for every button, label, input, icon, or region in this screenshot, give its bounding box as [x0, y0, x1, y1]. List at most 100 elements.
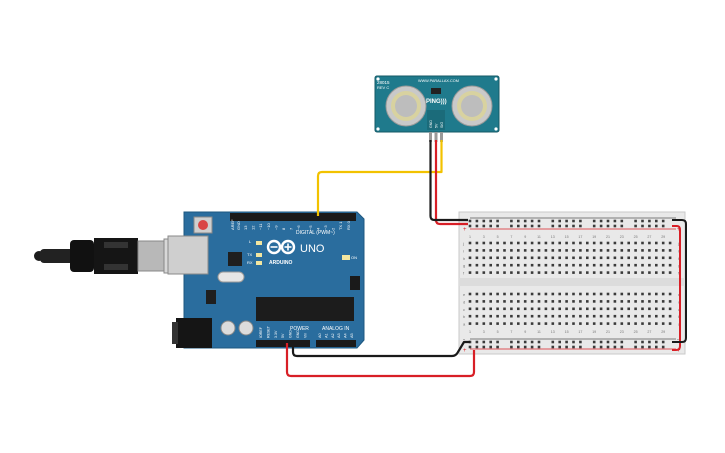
breadboard-hole[interactable]: [599, 241, 603, 245]
breadboard-hole[interactable]: [668, 307, 672, 311]
breadboard-hole[interactable]: [606, 256, 610, 260]
breadboard-hole[interactable]: [517, 300, 520, 303]
breadboard-hole[interactable]: [599, 219, 603, 223]
breadboard-hole[interactable]: [572, 271, 575, 274]
breadboard-hole[interactable]: [565, 219, 568, 223]
breadboard-hole[interactable]: [592, 292, 596, 296]
breadboard-hole[interactable]: [510, 322, 513, 325]
breadboard-hole[interactable]: [599, 345, 603, 349]
breadboard-hole[interactable]: [620, 241, 624, 245]
breadboard-hole[interactable]: [620, 249, 624, 252]
breadboard-hole[interactable]: [641, 322, 644, 325]
breadboard-hole[interactable]: [517, 307, 520, 311]
breadboard-hole[interactable]: [655, 241, 658, 245]
breadboard-hole[interactable]: [599, 322, 603, 325]
breadboard-hole[interactable]: [475, 345, 479, 349]
breadboard-hole[interactable]: [634, 340, 637, 344]
breadboard-hole[interactable]: [565, 241, 568, 245]
breadboard-hole[interactable]: [565, 271, 568, 274]
breadboard-hole[interactable]: [468, 249, 472, 252]
breadboard-hole[interactable]: [565, 307, 568, 311]
breadboard-hole[interactable]: [572, 224, 575, 228]
breadboard-hole[interactable]: [586, 249, 589, 252]
breadboard-hole[interactable]: [537, 300, 541, 303]
breadboard-hole[interactable]: [599, 249, 603, 252]
breadboard-hole[interactable]: [496, 256, 499, 260]
breadboard-hole[interactable]: [606, 219, 610, 223]
breadboard-hole[interactable]: [599, 314, 603, 318]
breadboard-hole[interactable]: [648, 219, 651, 223]
power-header[interactable]: [256, 340, 310, 347]
breadboard-hole[interactable]: [558, 263, 561, 267]
breadboard-hole[interactable]: [482, 340, 486, 344]
breadboard-hole[interactable]: [572, 345, 575, 349]
breadboard-hole[interactable]: [620, 322, 624, 325]
breadboard-hole[interactable]: [606, 340, 610, 344]
breadboard-hole[interactable]: [586, 322, 589, 325]
breadboard-hole[interactable]: [503, 249, 506, 252]
breadboard-hole[interactable]: [641, 241, 644, 245]
breadboard-hole[interactable]: [606, 322, 610, 325]
breadboard-hole[interactable]: [579, 314, 582, 318]
breadboard-hole[interactable]: [537, 307, 541, 311]
breadboard-hole[interactable]: [634, 292, 637, 296]
breadboard-hole[interactable]: [537, 271, 541, 274]
breadboard-hole[interactable]: [558, 300, 561, 303]
breadboard-hole[interactable]: [551, 249, 555, 252]
breadboard-hole[interactable]: [530, 219, 534, 223]
breadboard-hole[interactable]: [648, 300, 651, 303]
breadboard-hole[interactable]: [468, 314, 472, 318]
breadboard-hole[interactable]: [482, 300, 486, 303]
breadboard-hole[interactable]: [489, 241, 492, 245]
breadboard-hole[interactable]: [482, 307, 486, 311]
breadboard-hole[interactable]: [613, 224, 617, 228]
breadboard-hole[interactable]: [586, 292, 589, 296]
breadboard-hole[interactable]: [565, 300, 568, 303]
breadboard-hole[interactable]: [655, 224, 658, 228]
breadboard-hole[interactable]: [510, 345, 513, 349]
breadboard-hole[interactable]: [648, 256, 651, 260]
breadboard-hole[interactable]: [668, 292, 672, 296]
breadboard-hole[interactable]: [468, 263, 472, 267]
breadboard-hole[interactable]: [648, 322, 651, 325]
breadboard-hole[interactable]: [572, 314, 575, 318]
breadboard-hole[interactable]: [661, 314, 665, 318]
breadboard-hole[interactable]: [627, 314, 630, 318]
breadboard-hole[interactable]: [599, 224, 603, 228]
breadboard-hole[interactable]: [489, 314, 492, 318]
breadboard-hole[interactable]: [641, 224, 644, 228]
breadboard-hole[interactable]: [599, 271, 603, 274]
breadboard-hole[interactable]: [620, 256, 624, 260]
breadboard-hole[interactable]: [572, 292, 575, 296]
breadboard-hole[interactable]: [551, 224, 555, 228]
breadboard-hole[interactable]: [641, 249, 644, 252]
breadboard-hole[interactable]: [579, 340, 582, 344]
breadboard-hole[interactable]: [613, 345, 617, 349]
breadboard-hole[interactable]: [544, 292, 548, 296]
breadboard-hole[interactable]: [627, 322, 630, 325]
breadboard-hole[interactable]: [606, 314, 610, 318]
breadboard-hole[interactable]: [475, 314, 479, 318]
breadboard-hole[interactable]: [496, 219, 499, 223]
breadboard-hole[interactable]: [489, 263, 492, 267]
breadboard-hole[interactable]: [523, 314, 527, 318]
breadboard-hole[interactable]: [668, 322, 672, 325]
breadboard-hole[interactable]: [613, 271, 617, 274]
breadboard-hole[interactable]: [586, 314, 589, 318]
breadboard-hole[interactable]: [627, 256, 630, 260]
breadboard-hole[interactable]: [537, 340, 541, 344]
breadboard-hole[interactable]: [579, 271, 582, 274]
breadboard-hole[interactable]: [627, 292, 630, 296]
breadboard-hole[interactable]: [537, 263, 541, 267]
breadboard-hole[interactable]: [606, 249, 610, 252]
breadboard-hole[interactable]: [468, 241, 472, 245]
breadboard-hole[interactable]: [482, 241, 486, 245]
breadboard-hole[interactable]: [634, 224, 637, 228]
breadboard-hole[interactable]: [517, 271, 520, 274]
breadboard-hole[interactable]: [530, 307, 534, 311]
breadboard-hole[interactable]: [634, 271, 637, 274]
breadboard-hole[interactable]: [558, 345, 561, 349]
breadboard-hole[interactable]: [613, 263, 617, 267]
breadboard-hole[interactable]: [544, 314, 548, 318]
wire-yellow-signal[interactable]: [316, 140, 443, 216]
